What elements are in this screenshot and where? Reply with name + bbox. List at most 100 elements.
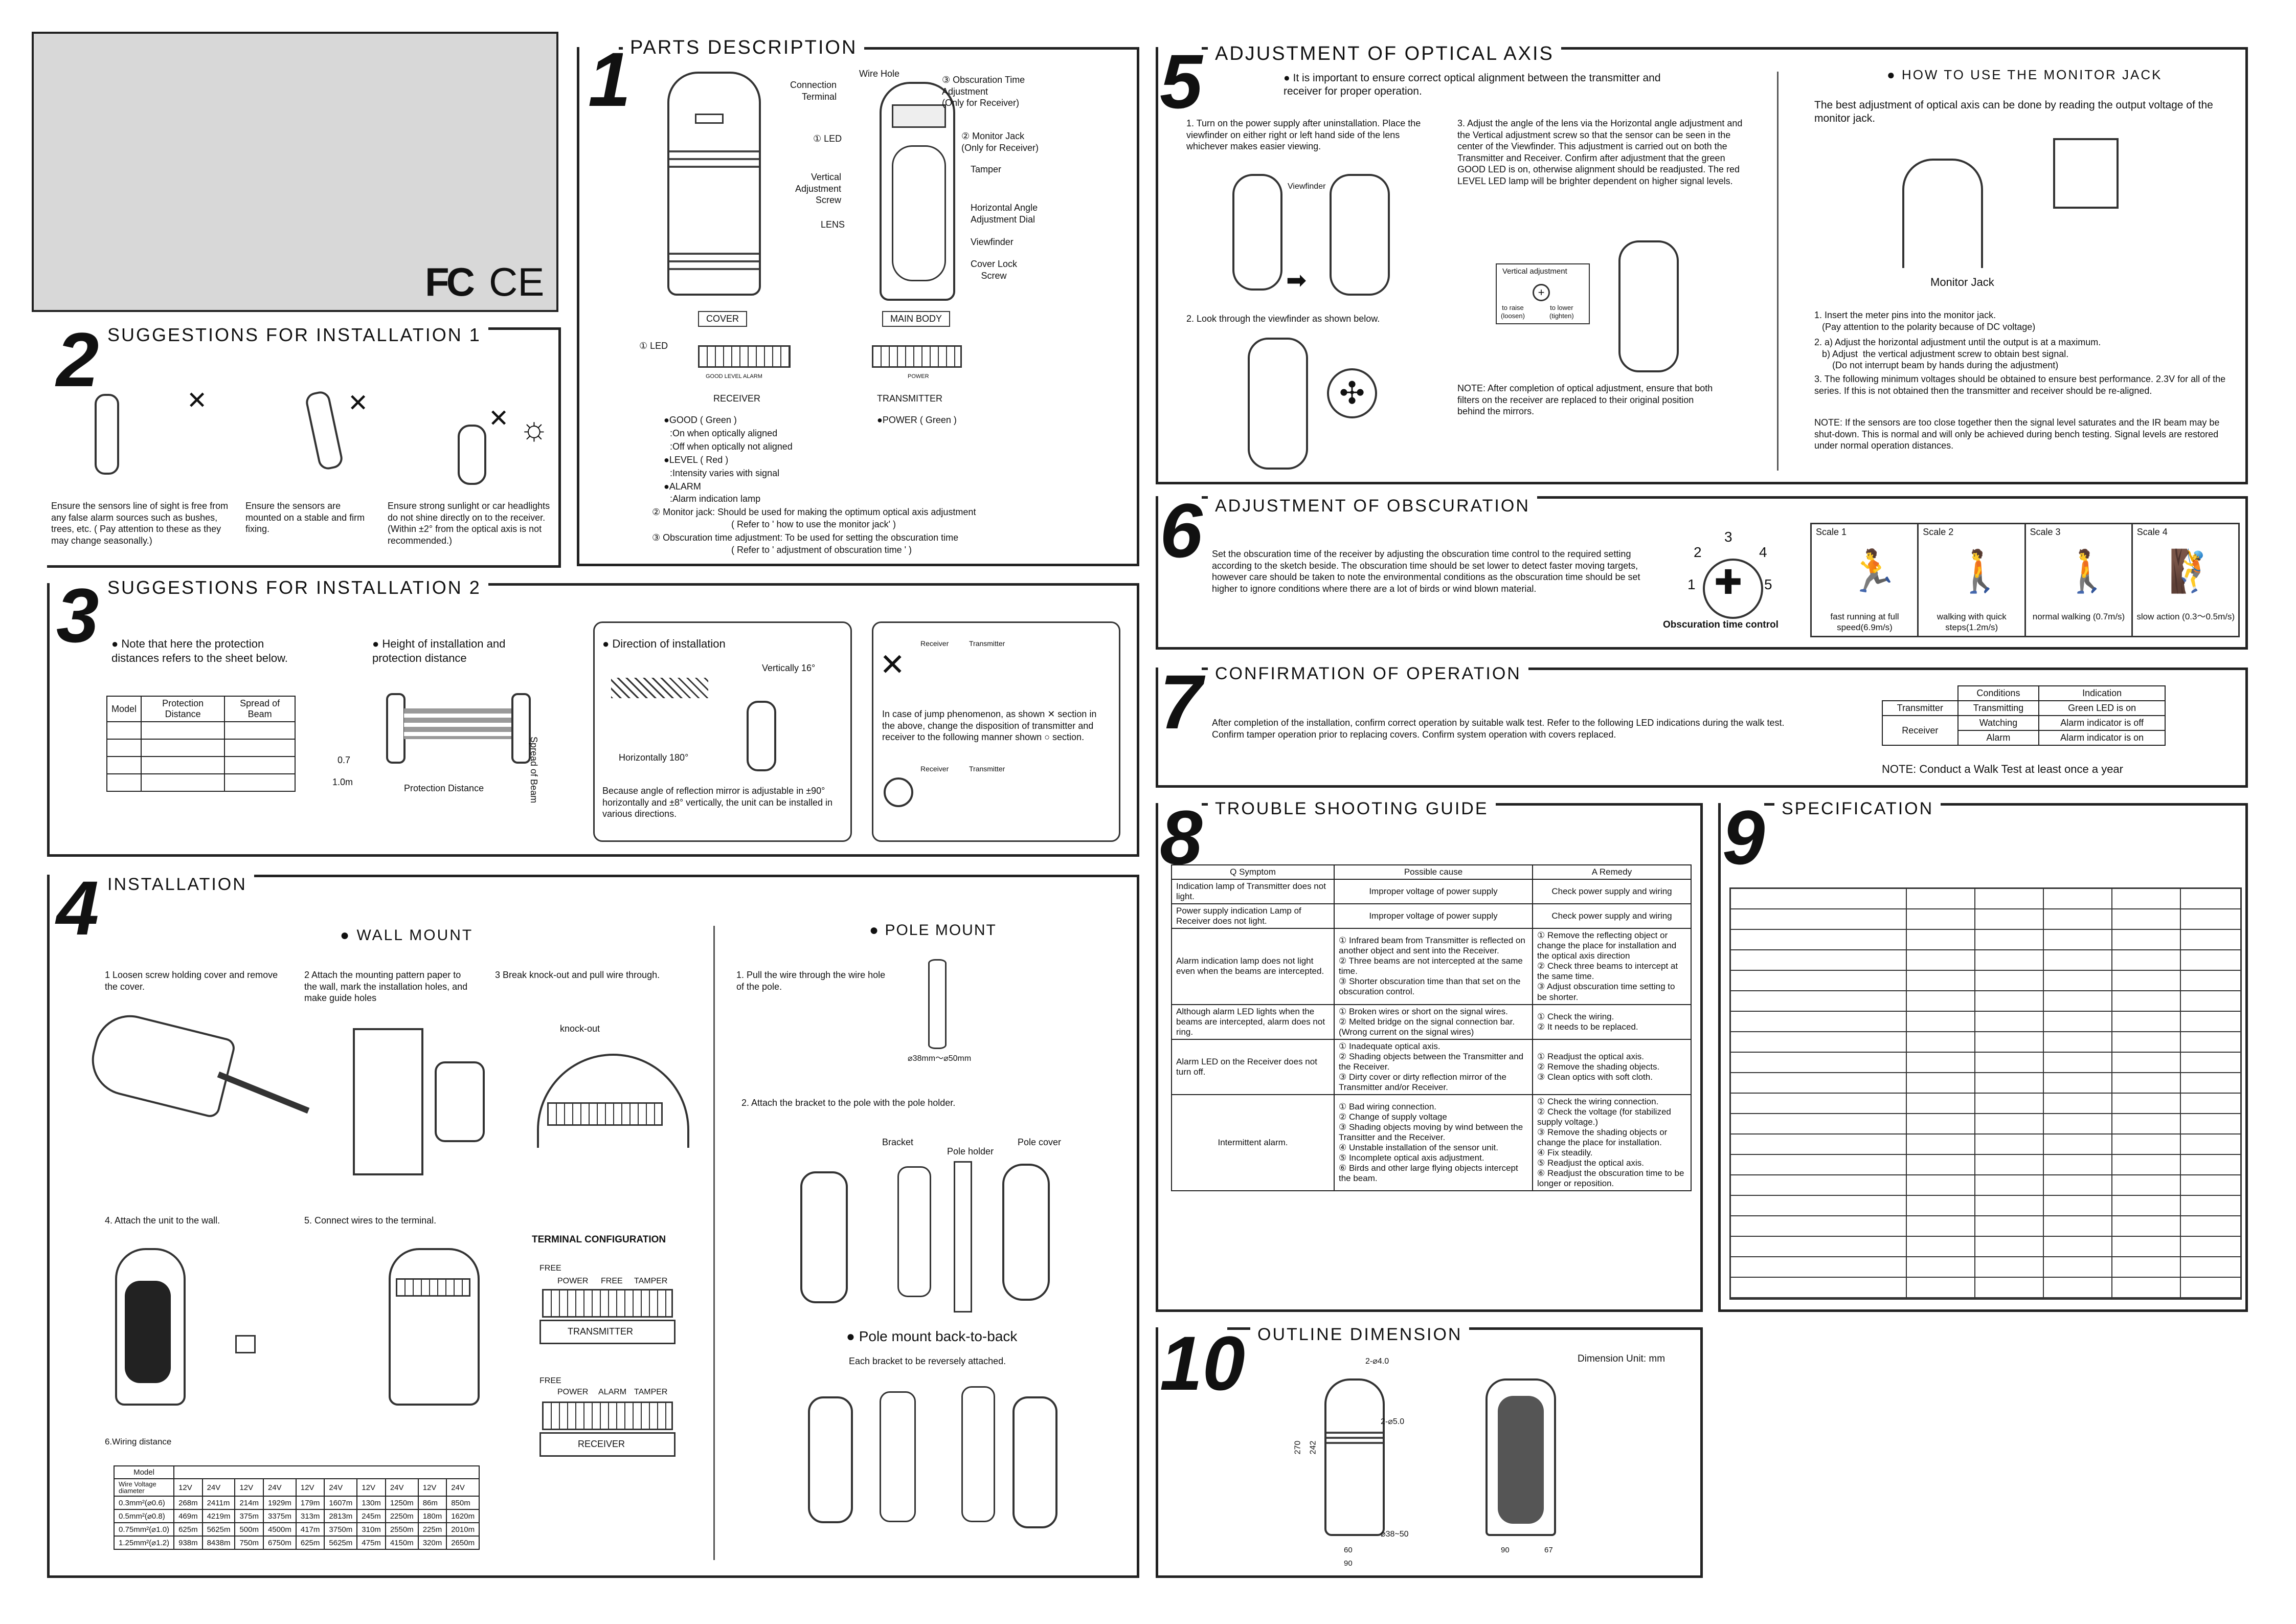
scale-4: Scale 4 🧗 slow action (0.3～0.5m/s): [2136, 527, 2235, 621]
led-label: ① LED: [639, 341, 668, 351]
logo-panel: FC CE: [32, 32, 558, 312]
dim-depth-67: 67: [1544, 1546, 1553, 1554]
jump-receiver-label: Receiver: [920, 639, 949, 648]
connect-wires-drawing: [389, 1248, 480, 1406]
callout-connection-terminal: Connection Terminal: [790, 80, 837, 102]
table-row: Although alarm LED lights when the beams…: [1171, 1004, 1692, 1040]
monitor-jack-title: ● HOW TO USE THE MONITOR JACK: [1887, 67, 2163, 82]
drill-drawing: [435, 1061, 485, 1142]
tx-caption: TRANSMITTER: [568, 1326, 633, 1337]
dim-depth-90: 90: [1501, 1546, 1510, 1554]
led-alarm: ●ALARM: [664, 481, 701, 492]
optical-step-2: 2. Look through the viewfinder as shown …: [1186, 314, 1380, 324]
scale-table: Scale 1 🏃 fast running at full speed(6.9…: [1810, 523, 2240, 637]
btb-unit-a: [808, 1396, 853, 1523]
tx-free-1: FREE: [539, 1264, 561, 1273]
pole-drawing: [928, 959, 947, 1049]
cover-label: COVER: [698, 311, 748, 327]
height-title: ● Height of installation and protection …: [372, 637, 506, 664]
horizontal-angle: Horizontally 180°: [619, 752, 689, 763]
ce-logo: CE: [489, 259, 545, 304]
scale-1: Scale 1 🏃 fast running at full speed(6.9…: [1812, 524, 1919, 636]
ok-transmitter-label: Transmitter: [969, 765, 1005, 773]
btb-pole: [961, 1386, 995, 1522]
cross-mark: ✕: [488, 405, 509, 432]
monitor-step-1: 1. Insert the meter pins into the monito…: [1814, 310, 2036, 332]
section-title: SUGGESTIONS FOR INSTALLATION 1: [100, 324, 488, 346]
cross-mark: ✕: [348, 390, 369, 417]
led-good: ●GOOD ( Green ): [664, 415, 737, 425]
callout-tamper: Tamper: [971, 164, 1002, 174]
dim-height-242: 242: [1309, 1440, 1318, 1455]
section-parts-description: [577, 47, 1139, 566]
jump-transmitter-label: Transmitter: [969, 639, 1005, 648]
wall-step-4: 4. Attach the unit to the wall.: [105, 1215, 220, 1226]
pole-diameter: ⌀38mm～⌀50mm: [908, 1054, 972, 1063]
monitor-step-3: 3. The following minimum voltages should…: [1814, 374, 2226, 396]
bracket-drawing: [897, 1166, 931, 1297]
pole-cover-drawing: [1002, 1164, 1050, 1301]
back-to-back-desc: Each bracket to be reversely attached.: [849, 1356, 1006, 1366]
cover-drawing: [667, 72, 761, 296]
wall-hatch: [611, 678, 708, 698]
main-body-drawing: [880, 82, 955, 301]
vertical-angle: Vertically 16°: [762, 663, 816, 673]
note-obscuration: ③ Obscuration time adjustment: To be use…: [652, 532, 959, 543]
transmitter-caption: TRANSMITTER: [877, 393, 942, 404]
section-obscuration: [1156, 496, 2248, 650]
direction-panel: [593, 621, 852, 842]
led-power: ●POWER ( Green ): [877, 415, 957, 425]
caption-line-of-sight: Ensure the sensors line of sight is free…: [51, 501, 229, 546]
dial-arrow-icon: ✚: [1714, 563, 1743, 601]
note-monitor-jack-ref: ( Refer to ' how to use the monitor jack…: [731, 519, 896, 529]
rx-tamper: TAMPER: [634, 1388, 668, 1396]
callout-lens: LENS: [821, 219, 845, 230]
section-title: CONFIRMATION OF OPERATION: [1208, 664, 1528, 684]
adjust-unit-drawing: [1618, 240, 1679, 372]
table-row: Power supply indication Lamp of Receiver…: [1171, 903, 1692, 929]
sun-icon: ☼: [519, 410, 549, 447]
monitor-jack-caption: Monitor Jack: [1930, 276, 1994, 288]
monitor-divider: [1777, 72, 1779, 471]
dim-width-60: 60: [1344, 1546, 1353, 1554]
section-number: 7: [1160, 659, 1203, 745]
direction-text: Because angle of reflection mirror is ad…: [602, 786, 832, 819]
dim-pole: ⌀38~50: [1381, 1530, 1409, 1539]
mounting-pattern-drawing: [353, 1028, 423, 1175]
bush-illustration: [95, 394, 119, 475]
tx-terminal-drawing: [542, 1289, 673, 1318]
caption-stable-fixing: Ensure the sensors are mounted on a stab…: [245, 501, 365, 534]
sunlight-illustration: [458, 425, 486, 485]
led-good-off: :Off when optically not aligned: [670, 441, 793, 452]
rx-alarm: ALARM: [598, 1388, 627, 1396]
dial-1: 1: [1687, 576, 1696, 592]
optical-step-1: 1. Turn on the power supply after uninst…: [1186, 118, 1421, 151]
fcc-logo: FC: [425, 259, 475, 304]
rx-caption-box: [539, 1432, 676, 1457]
spread-of-beam-label: Spread of Beam: [529, 737, 539, 804]
section-number: 3: [56, 572, 99, 658]
optical-step-3: 3. Adjust the angle of the lens via the …: [1457, 118, 1743, 186]
callout-led: ① LED: [813, 134, 842, 144]
vertical-adjust-label: Vertical adjustment: [1502, 267, 1567, 276]
callout-horizontal-dial: Horizontal Angle Adjustment Dial: [971, 203, 1038, 225]
transmitter-power-label: POWER: [908, 373, 929, 380]
btb-unit-b: [1012, 1396, 1057, 1528]
back-to-back-title: ● Pole mount back-to-back: [846, 1328, 1018, 1344]
wall-step-1: 1 Loosen screw holding cover and remove …: [105, 970, 278, 992]
monitor-note: NOTE: If the sensors are too close toget…: [1814, 417, 2220, 451]
wall-step-2: 2 Attach the mounting pattern paper to t…: [304, 970, 468, 1003]
screw-icon: +: [1533, 284, 1550, 301]
note-monitor-jack: ② Monitor jack: Should be used for makin…: [652, 507, 976, 517]
sensor-side-drawing: [747, 701, 776, 771]
wire-box-drawing: [235, 1335, 256, 1353]
sensor-right-drawing: [511, 693, 531, 764]
section-number: 9: [1722, 794, 1765, 880]
cross-mark: ✕: [880, 648, 906, 682]
pole-holder-label: Pole holder: [947, 1146, 994, 1156]
section-number: 8: [1160, 794, 1203, 880]
rx-terminal-drawing: [542, 1401, 673, 1430]
